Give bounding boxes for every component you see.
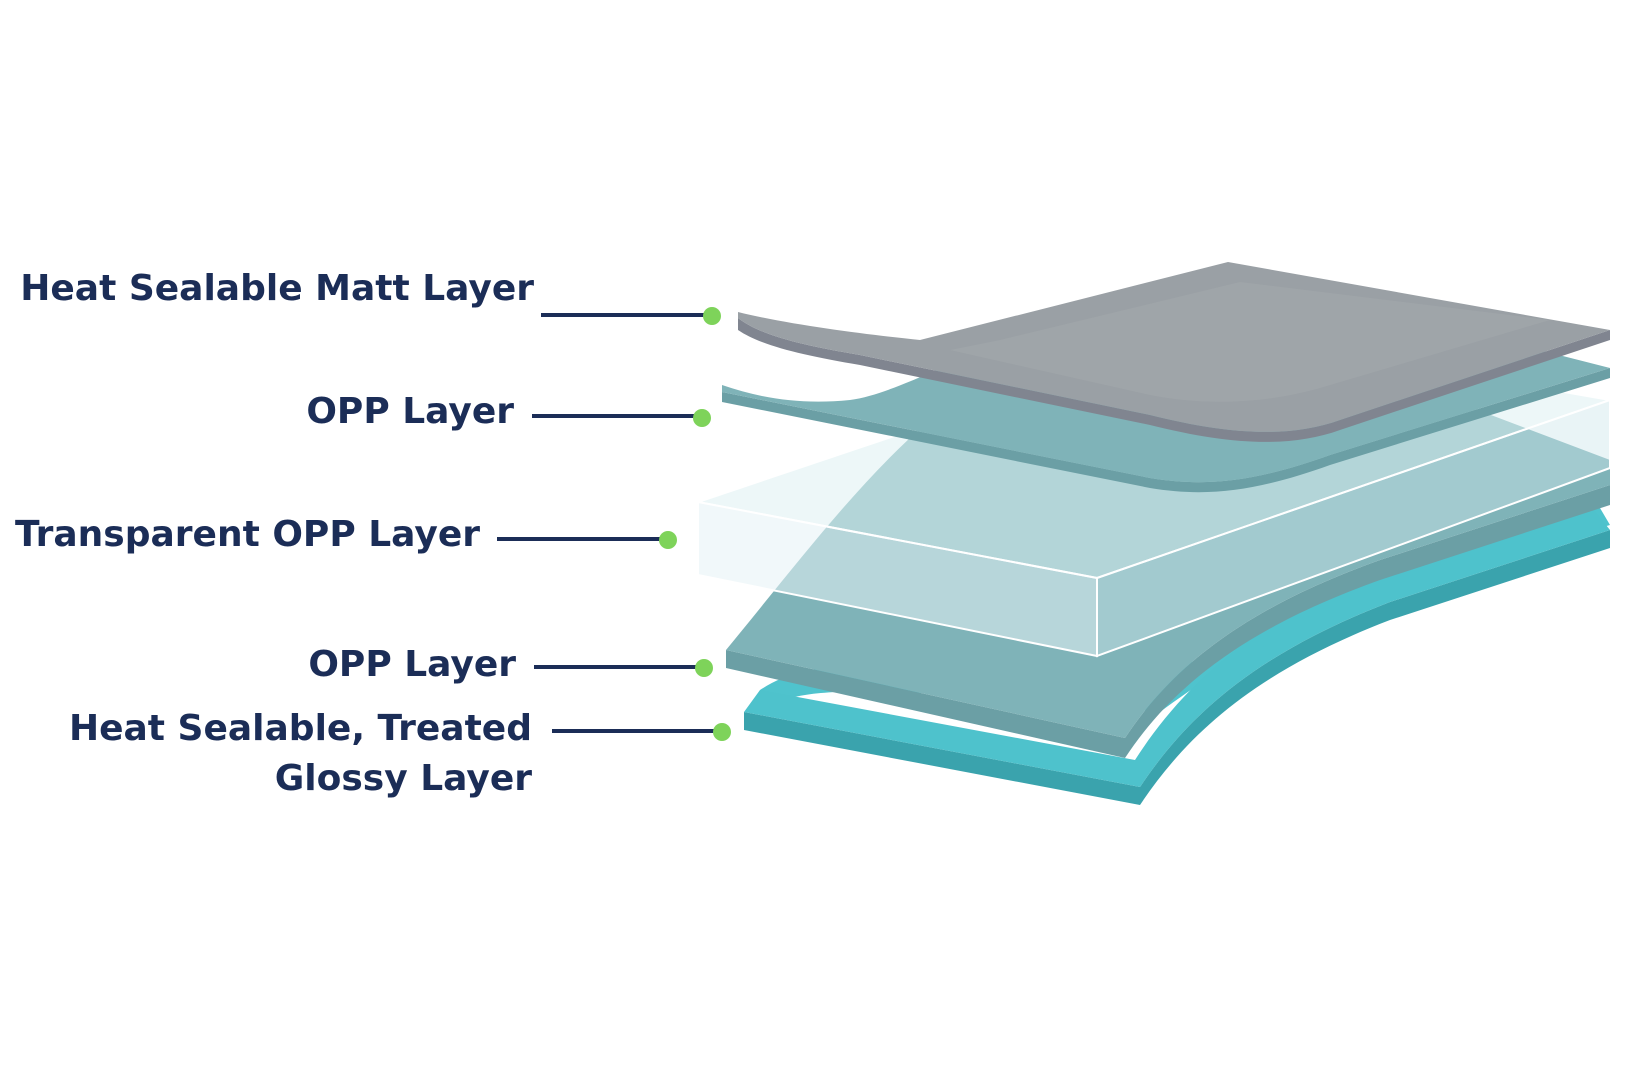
leader-glossy	[552, 723, 731, 741]
leader-matt	[541, 307, 721, 325]
matt-layer-edge	[738, 318, 1610, 442]
opp-top-edge	[722, 368, 1610, 493]
leader-dot-opp-top	[693, 409, 711, 427]
label-glossy-line-1: Heat Sealable, Treated	[68, 708, 532, 749]
leader-dot-glossy	[713, 723, 731, 741]
leader-dot-matt	[703, 307, 721, 325]
matt-layer	[738, 262, 1610, 442]
opp-bottom-edge	[726, 485, 1610, 758]
label-glossy-line-2: Glossy Layer	[274, 758, 532, 799]
leader-opp-bottom	[534, 659, 713, 677]
leader-dot-transparent	[659, 531, 677, 549]
label-transparent-opp-layer: Transparent OPP Layer	[15, 514, 480, 555]
label-heat-sealable-matt-layer: Heat Sealable Matt Layer	[20, 268, 534, 309]
leader-transparent	[497, 531, 677, 549]
matt-layer-inner	[950, 282, 1550, 402]
glossy-layer-edge	[744, 530, 1610, 805]
label-opp-layer-bottom: OPP Layer	[308, 644, 516, 685]
leader-opp-top	[532, 409, 711, 427]
leader-dot-opp-bottom	[695, 659, 713, 677]
label-heat-sealable-glossy-layer: Heat Sealable, Treated Glossy Layer	[69, 704, 532, 804]
label-opp-layer-top: OPP Layer	[306, 391, 514, 432]
transparent-box-side	[1096, 398, 1611, 658]
